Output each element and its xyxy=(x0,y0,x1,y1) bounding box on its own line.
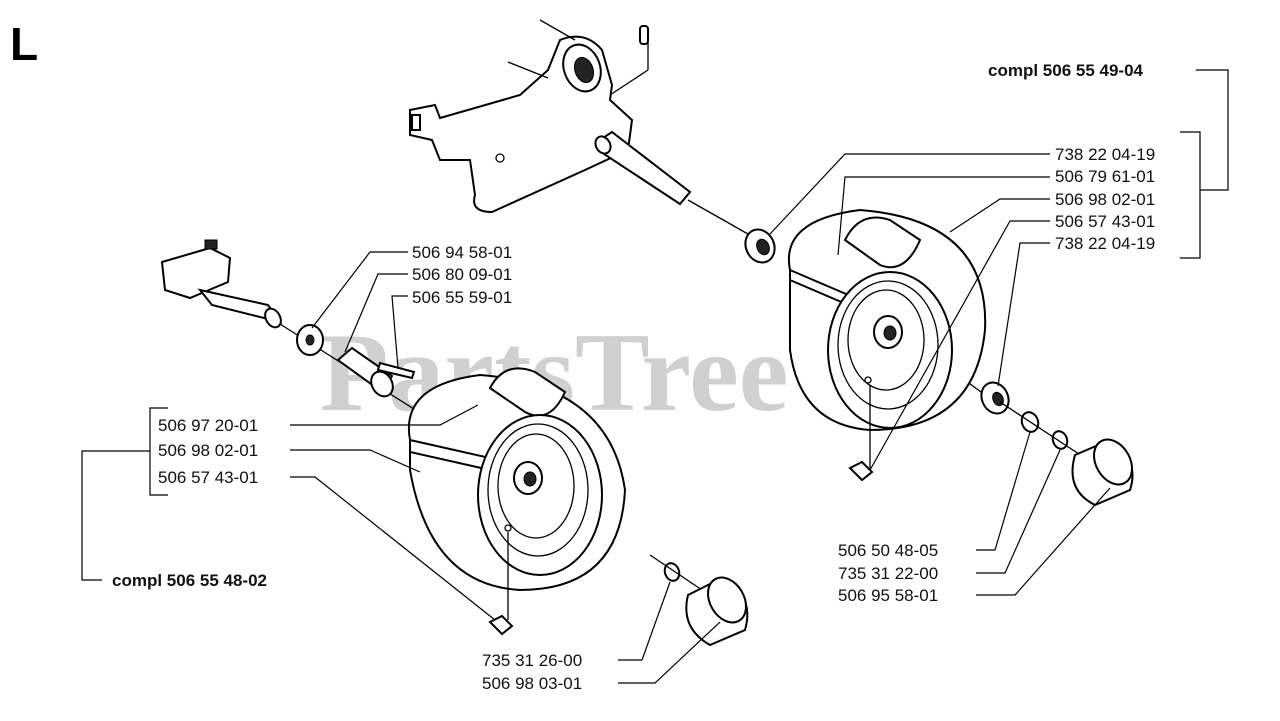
part-label: 506 55 59-01 xyxy=(412,288,512,307)
part-label: 738 22 04-19 xyxy=(1055,145,1155,164)
part-label: 506 57 43-01 xyxy=(158,468,258,487)
frame-bracket-drawing xyxy=(409,19,756,239)
part-label: 506 97 20-01 xyxy=(158,416,258,435)
part-label: 506 98 02-01 xyxy=(1055,190,1155,209)
left-compl-label: compl 506 55 48-02 xyxy=(112,571,267,590)
part-label: 506 50 48-05 xyxy=(838,541,938,560)
right-wheel-drawing xyxy=(744,208,1134,507)
part-label: 735 31 22-00 xyxy=(838,564,938,583)
part-label: 506 80 09-01 xyxy=(412,265,512,284)
part-label: 506 57 43-01 xyxy=(1055,212,1155,231)
part-label: 506 95 58-01 xyxy=(838,586,938,605)
section-letter: L xyxy=(10,18,38,70)
left-callouts: 506 94 58-01 506 80 09-01 506 55 59-01 5… xyxy=(81,243,721,693)
right-compl-label: compl 506 55 49-04 xyxy=(988,61,1144,80)
left-wheel-drawing xyxy=(160,239,749,647)
part-label: 506 94 58-01 xyxy=(412,243,512,262)
part-label: 738 22 04-19 xyxy=(1055,234,1155,253)
part-label: 506 98 03-01 xyxy=(482,674,582,693)
right-callouts: compl 506 55 49-04 738 22 04-19 506 79 6… xyxy=(769,61,1229,605)
part-label: 506 79 61-01 xyxy=(1055,167,1155,186)
part-label: 735 31 26-00 xyxy=(482,651,582,670)
part-label: 506 98 02-01 xyxy=(158,441,258,460)
